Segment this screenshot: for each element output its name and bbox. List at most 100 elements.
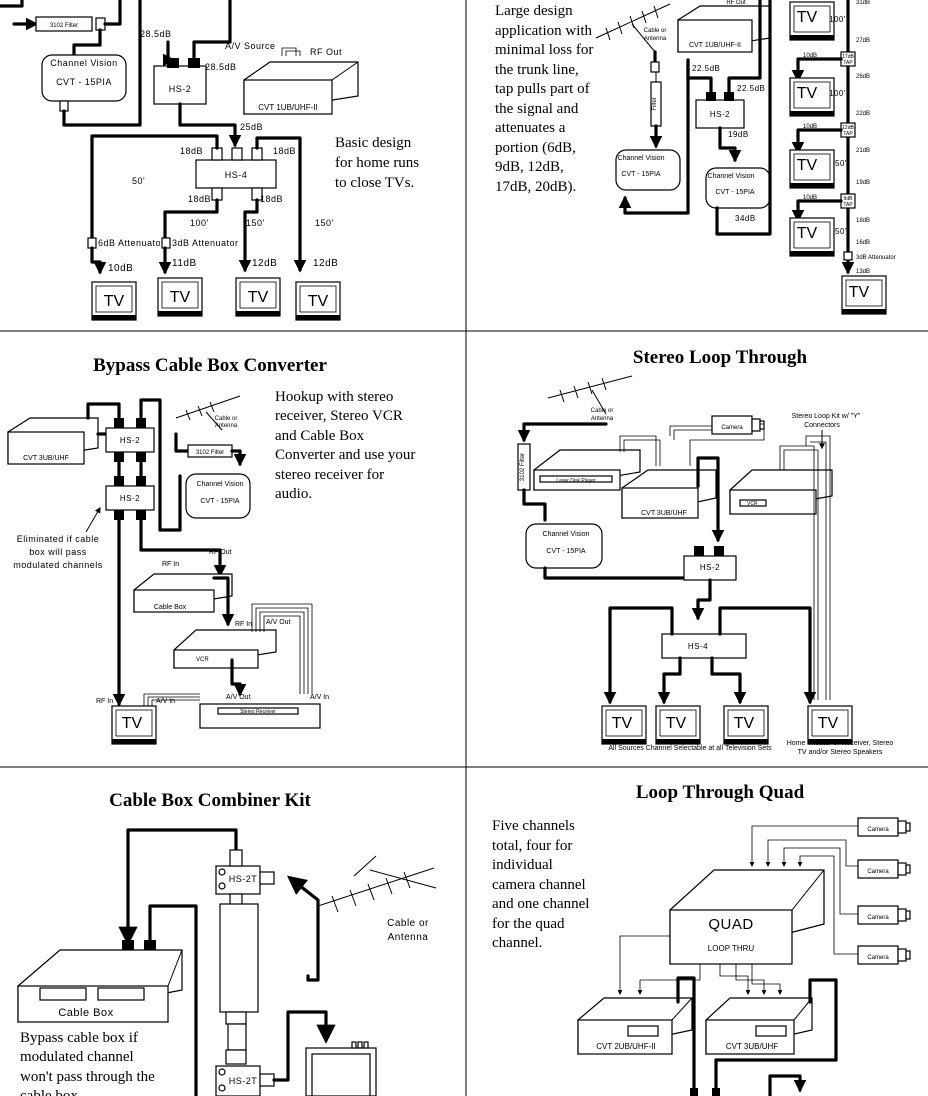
bypass-rf-in-b: RF In: [235, 621, 252, 628]
combiner-cable-box-label: Cable Box: [58, 1007, 113, 1019]
trunk-cv2-label: Channel Vision: [708, 173, 755, 180]
panel-quad: Loop Through Quad Five channels total, f…: [492, 782, 911, 1096]
trunk-modulator-label: CVT 1UB/UHF-II: [689, 42, 741, 49]
trunk-antenna: Antenna: [644, 36, 667, 42]
tv-db3: 12dB: [252, 258, 277, 269]
tap9: 9dB: [844, 196, 854, 202]
bypass-title: Bypass Cable Box Converter: [93, 355, 327, 376]
trunk-cv1-model: CVT - 15PIA: [621, 171, 660, 178]
trunk-len100b: 100': [829, 89, 846, 98]
stereo-antenna-icon: [547, 375, 633, 415]
trunk-att3: 3dB Attenuator: [856, 255, 896, 261]
trunk-desc-8: portion (6dB,: [495, 140, 576, 156]
trunk-desc-7: attenuates a: [495, 120, 566, 136]
db18b: 18dB: [273, 146, 296, 156]
db25: 25dB: [240, 122, 263, 132]
bypass-vcr: [173, 649, 259, 669]
quad-desc-6: for the quad: [492, 916, 565, 932]
tv-4: TV: [308, 293, 329, 310]
tv-3: TV: [248, 289, 269, 306]
quad-camera-4: Camera: [867, 955, 889, 961]
stereo-hs2: [683, 555, 737, 581]
bypass-hs2b-label: HS-2: [120, 494, 140, 503]
trunk-len100a: 100': [829, 15, 846, 24]
trunk-cv1-label: Channel Vision: [618, 155, 665, 162]
loss-top: 28.5dB: [140, 29, 172, 39]
bypass-desc-5: stereo receiver for: [275, 467, 384, 483]
eliminated-2: box will pass: [29, 547, 87, 557]
stereo-title: Stereo Loop Through: [633, 347, 808, 368]
trunk-db34: 34dB: [735, 214, 756, 223]
bypass-antenna: Antenna: [215, 423, 238, 429]
stereo-vcr-label: VCR: [747, 501, 758, 507]
tap10a: 10dB: [803, 53, 817, 59]
bypass-cable-or: Cable or: [215, 416, 238, 422]
combiner-desc-3: won't pass through the: [20, 1069, 155, 1085]
bypass-hs2a: [105, 427, 155, 453]
tap-b: TAP: [843, 131, 853, 137]
stereo-laser-label: Laser Disk Player: [556, 478, 596, 484]
trunk-len50a: 50': [835, 159, 847, 168]
trunk-db16: 16dB: [856, 240, 870, 246]
quad-desc-2: total, four for: [492, 838, 572, 854]
stereo-foot-right-2: TV and/or Stereo Speakers: [798, 749, 883, 756]
eliminated-1: Eliminated if cable: [17, 534, 100, 544]
tv-db2: 11dB: [172, 258, 197, 269]
stereo-tv-2: TV: [666, 715, 687, 732]
panel-home-runs: 3102 Filter Channel Vision CVT - 15PIA 2…: [0, 0, 419, 321]
stereo-cvt3: [621, 487, 699, 519]
trunk-tv-4: TV: [849, 284, 870, 301]
bypass-hs2b: [105, 485, 155, 511]
len50: 50': [132, 176, 145, 186]
stereo-hs4: [661, 633, 747, 659]
quad-camera-3: Camera: [867, 915, 889, 921]
trunk-tv-3: TV: [797, 225, 818, 242]
combiner-cable-or: Cable or: [387, 918, 429, 929]
stereo-filter-label: 3102 Filter: [520, 453, 526, 481]
panel-combiner: Cable Box Combiner Kit Cable Box HS-2T H…: [17, 790, 437, 1096]
bypass-rf-in-c: RF In: [96, 698, 113, 705]
bypass-av-in-b: A/V In: [310, 694, 329, 701]
bypass-rf-in-a: RF In: [162, 561, 179, 568]
bypass-cv: [185, 473, 251, 519]
trunk-desc-6: the signal and: [495, 101, 579, 117]
antenna-icon: [595, 3, 671, 53]
stereo-antenna: Antenna: [591, 416, 614, 422]
trunk-filter-label: Filter: [652, 97, 658, 110]
quad-loop-thru: LOOP THRU: [708, 944, 755, 953]
rf-out-label: RF Out: [310, 47, 342, 57]
loop-kit-1: Stereo Loop Kit w/ "Y": [792, 413, 861, 420]
bypass-desc-2: receiver, Stereo VCR: [275, 408, 403, 424]
hs4-label: HS-4: [225, 170, 248, 180]
combiner-desc-2: modulated channel: [20, 1049, 134, 1065]
modulator-box: [243, 79, 333, 115]
stereo-hs4-label: HS-4: [688, 642, 708, 651]
panel-trunk: Large design application with minimal lo…: [495, 0, 896, 315]
trunk-cv1: [615, 149, 681, 191]
trunk-desc-2: application with: [495, 23, 593, 39]
bypass-cvt3: [7, 431, 85, 465]
tv-1: TV: [104, 293, 125, 310]
trunk-db18: 18dB: [856, 218, 870, 224]
stereo-camera: Camera: [721, 425, 743, 431]
stereo-cv: [525, 523, 603, 569]
trunk-tv-1: TV: [797, 85, 818, 102]
tap17: 17dB: [842, 54, 854, 60]
quad-cvt2-label: CVT 2UB/UHF-II: [596, 1042, 655, 1051]
tap-c: TAP: [843, 202, 853, 208]
trunk-modulator: [677, 19, 753, 53]
trunk-desc-4: the trunk line,: [495, 62, 579, 78]
db18c: 18dB: [188, 194, 211, 204]
trunk-hs2-label: HS-2: [710, 110, 730, 119]
tap10c: 10dB: [803, 195, 817, 201]
panel-bypass: Bypass Cable Box Converter Hookup with s…: [7, 355, 415, 745]
bypass-cable-box-label: Cable Box: [154, 604, 187, 611]
bypass-filter: 3102 Filter: [196, 450, 224, 456]
db18a: 18dB: [180, 146, 203, 156]
trunk-db19b: 19dB: [856, 180, 870, 186]
stereo-tv-1: TV: [612, 715, 633, 732]
stereo-hs2-label: HS-2: [700, 563, 720, 572]
bypass-desc-1: Hookup with stereo: [275, 389, 393, 405]
tap12: 12dB: [842, 125, 854, 131]
loop-kit-2: Connectors: [804, 422, 840, 429]
